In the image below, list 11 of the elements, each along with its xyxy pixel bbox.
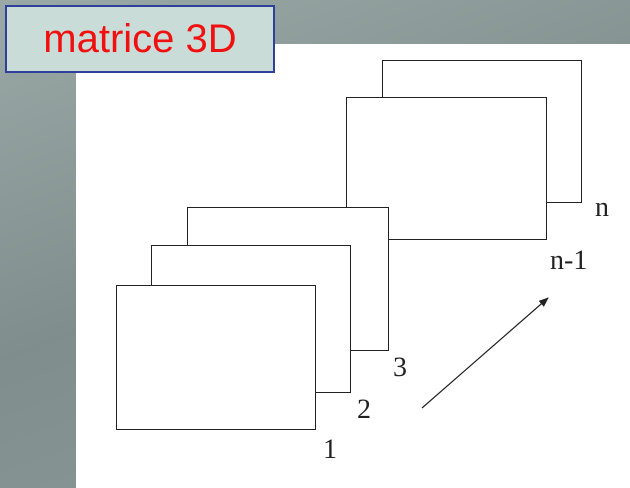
slide-title: matrice 3D <box>5 5 275 73</box>
matrix-layer <box>116 285 316 430</box>
layer-index: n-1 <box>550 245 588 277</box>
layer-index: n <box>595 192 609 224</box>
matrix-layer <box>346 97 547 240</box>
matrix-layer <box>187 207 389 351</box>
layer-index: 2 <box>357 394 371 426</box>
layer-index: 1 <box>323 434 337 466</box>
layer-index: 3 <box>393 352 407 384</box>
matrix-layer <box>151 245 351 393</box>
matrix-layer <box>382 60 582 203</box>
